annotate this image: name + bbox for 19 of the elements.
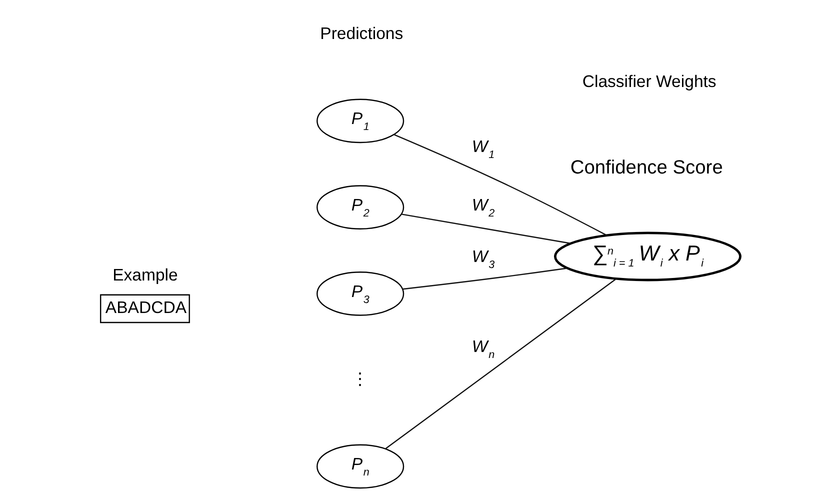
node-ellipse: P$_{1}$ (316, 98, 404, 144)
connector (393, 134, 606, 236)
label: Predictions (320, 24, 403, 43)
node-ellipse: P$_{2}$ (316, 185, 404, 230)
connector (402, 268, 566, 290)
label: ⋮ (350, 370, 368, 389)
edge-label: W$_{3}$ (471, 247, 494, 272)
edge-label: W$_{1}$ (471, 136, 494, 161)
node-box: ABADCDA (100, 294, 190, 324)
label: Classifier Weights (582, 72, 716, 91)
node-label: Confidence Score (570, 157, 722, 178)
edge-label: W$_{n}$ (471, 337, 494, 362)
connector (384, 278, 616, 450)
node-ellipse: P$_{3}$ (316, 272, 404, 316)
node-ellipse: ∑$^{n}$$_{i = 1}$ W$_{i}$ x P$_{i}$ (553, 232, 741, 282)
connector (400, 214, 570, 244)
edge-label: W$_{2}$ (471, 196, 494, 220)
node-label: Example (112, 266, 178, 285)
node-ellipse: P$_{n}$ (316, 444, 404, 489)
